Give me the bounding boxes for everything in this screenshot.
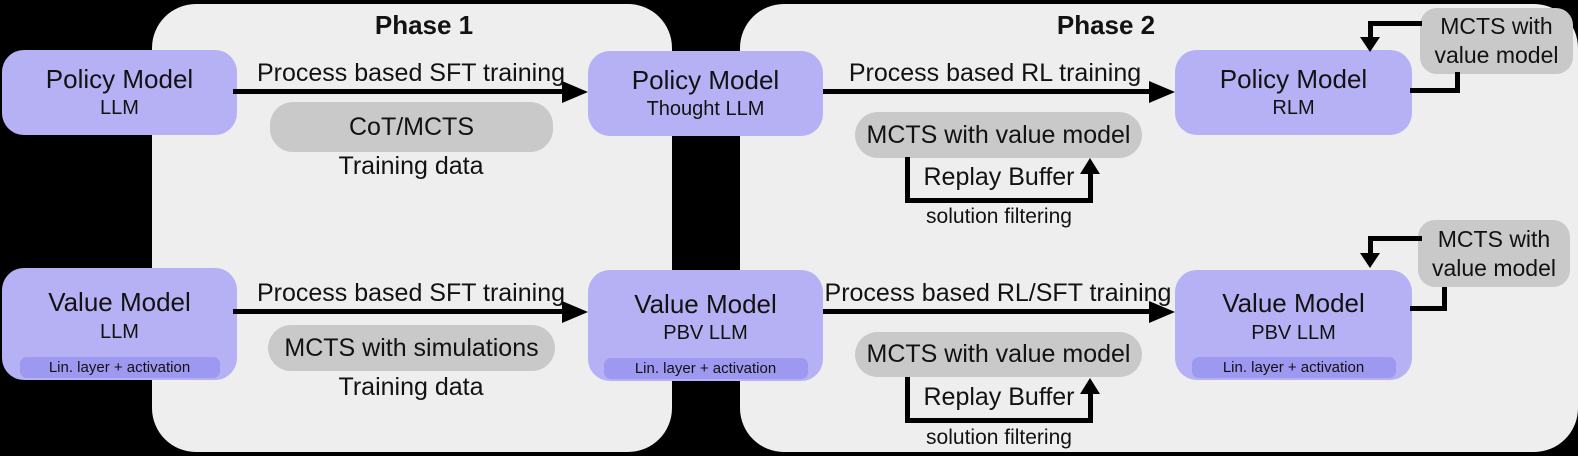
feedback-in-arrowhead-top — [1360, 37, 1380, 52]
linear-layer-strip: Lin. layer + activation — [603, 358, 808, 379]
policy-phase1-label: Process based SFT training — [256, 59, 566, 87]
arrow-value-phase2 — [823, 309, 1151, 314]
replay-loop-right-bottom — [1088, 392, 1093, 423]
feedback-out-hline-bottom — [1410, 306, 1447, 311]
arrowhead-policy-phase1 — [562, 81, 588, 103]
box-subtitle: Thought LLM — [646, 98, 765, 121]
training-data-label-top: Training data — [338, 152, 484, 180]
box-title: Value Model — [48, 287, 191, 318]
feedback-in-hline-top — [1368, 21, 1422, 26]
phase1-title: Phase 1 — [374, 10, 474, 40]
replay-loop-right-top — [1088, 172, 1093, 203]
value-model-llm-box: Value Model LLM Lin. layer + activation — [2, 268, 237, 380]
box-title: Value Model — [634, 288, 777, 319]
box-title: Policy Model — [45, 63, 194, 94]
mcts-simulations-pill: MCTS with simulations — [268, 325, 555, 371]
arrowhead-value-phase2 — [1149, 301, 1175, 323]
box-title: Policy Model — [1219, 63, 1368, 94]
mcts-value-model-pill-top: MCTS with value model — [855, 112, 1142, 158]
mcts-feedback-box-top: MCTS with value model — [1420, 8, 1573, 74]
policy-model-rlm-box: Policy Model RLM — [1175, 50, 1412, 135]
box-subtitle: RLM — [1272, 97, 1315, 120]
mcts-value-model-pill-bottom: MCTS with value model — [855, 332, 1142, 377]
feedback-out-vline-top — [1455, 72, 1460, 93]
box-title: Policy Model — [631, 64, 780, 95]
policy-model-llm-box: Policy Model LLM — [2, 50, 237, 135]
policy-model-thought-llm-box: Policy Model Thought LLM — [588, 51, 823, 136]
feedback-in-hline-bottom — [1368, 236, 1422, 241]
cot-mcts-pill: CoT/MCTS — [270, 102, 553, 152]
replay-loop-left-bottom — [905, 377, 910, 423]
linear-layer-strip: Lin. layer + activation — [19, 357, 220, 378]
arrowhead-value-phase1 — [562, 301, 588, 323]
value-model-pbv-llm-final-box: Value Model PBV LLM Lin. layer + activat… — [1175, 270, 1412, 380]
replay-buffer-label-bottom: Replay Buffer — [923, 383, 1075, 411]
replay-loop-bottom-bottom — [905, 418, 1093, 423]
mcts-feedback-box-bottom: MCTS with value model — [1418, 220, 1570, 287]
feedback-out-vline-bottom — [1442, 287, 1447, 311]
replay-loop-bottom-top — [905, 198, 1093, 203]
arrow-policy-phase2 — [823, 89, 1151, 94]
training-data-label-bottom: Training data — [338, 373, 484, 401]
feedback-in-arrowhead-bottom — [1360, 253, 1380, 268]
box-title: Value Model — [1222, 288, 1365, 319]
feedback-out-hline-top — [1410, 88, 1460, 93]
policy-phase2-label: Process based RL training — [848, 59, 1142, 87]
solution-filtering-label-top: solution filtering — [926, 205, 1072, 228]
replay-loop-arrowhead-top — [1080, 158, 1100, 174]
feedback-in-vline-top — [1368, 21, 1373, 40]
solution-filtering-label-bottom: solution filtering — [926, 426, 1072, 449]
replay-loop-left-top — [905, 157, 910, 203]
value-phase2-label: Process based RL/SFT training — [824, 279, 1172, 307]
box-subtitle: LLM — [100, 320, 139, 343]
replay-loop-arrowhead-bottom — [1080, 378, 1100, 394]
box-subtitle: LLM — [100, 97, 139, 120]
box-subtitle: PBV LLM — [1251, 321, 1336, 344]
feedback-in-vline-bottom — [1368, 236, 1373, 256]
linear-layer-strip: Lin. layer + activation — [1191, 357, 1396, 378]
value-model-pbv-llm-box: Value Model PBV LLM Lin. layer + activat… — [588, 270, 823, 381]
phase1-panel — [152, 4, 672, 452]
arrow-value-phase1 — [233, 309, 565, 314]
phase2-title: Phase 2 — [1056, 10, 1156, 40]
replay-buffer-label-top: Replay Buffer — [923, 163, 1075, 191]
box-subtitle: PBV LLM — [663, 322, 748, 345]
value-phase1-label: Process based SFT training — [256, 279, 566, 307]
arrowhead-policy-phase2 — [1149, 81, 1175, 103]
arrow-policy-phase1 — [233, 89, 565, 94]
